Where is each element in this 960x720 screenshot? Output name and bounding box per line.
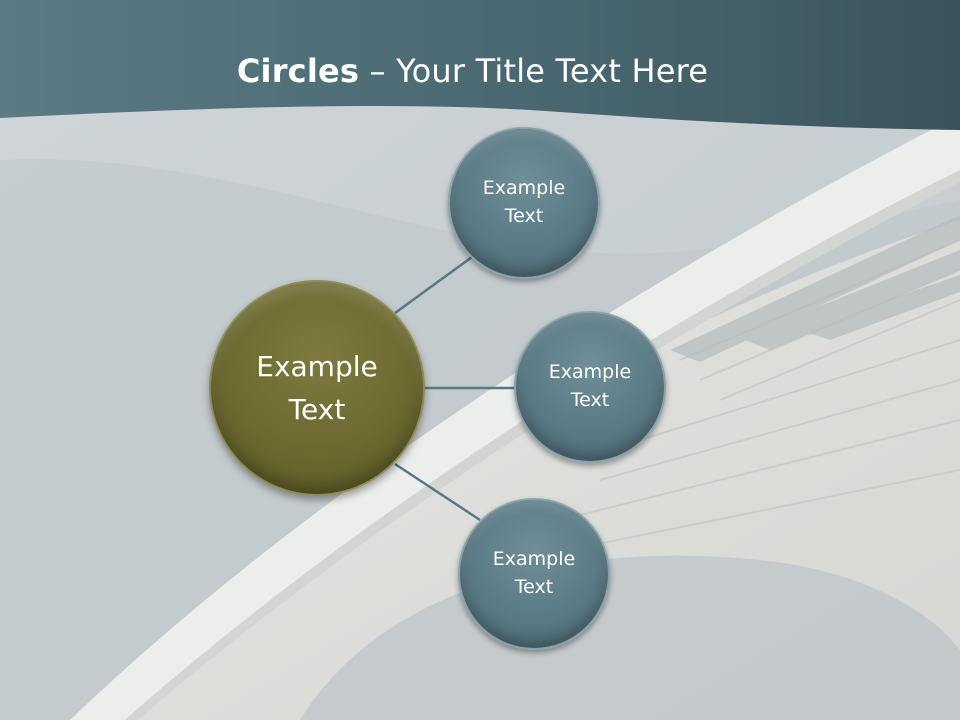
- node-circle-label: Example Text: [482, 177, 566, 227]
- center-circle[interactable]: Example Text: [209, 280, 425, 496]
- title-bold: Circles: [236, 52, 360, 90]
- center-circle-label: Example Text: [256, 349, 378, 426]
- node-circle-top[interactable]: Example Text: [448, 127, 600, 279]
- connector-bottom: [394, 462, 481, 522]
- node-circle-middle[interactable]: Example Text: [514, 311, 666, 463]
- node-circle-label: Example Text: [548, 361, 632, 411]
- title-rest: – Your Title Text Here: [359, 52, 709, 90]
- connector-top: [394, 255, 473, 315]
- node-circle-bottom[interactable]: Example Text: [458, 498, 610, 650]
- slide-title: Circles – Your Title Text Here: [0, 52, 945, 90]
- node-circle-label: Example Text: [492, 548, 576, 598]
